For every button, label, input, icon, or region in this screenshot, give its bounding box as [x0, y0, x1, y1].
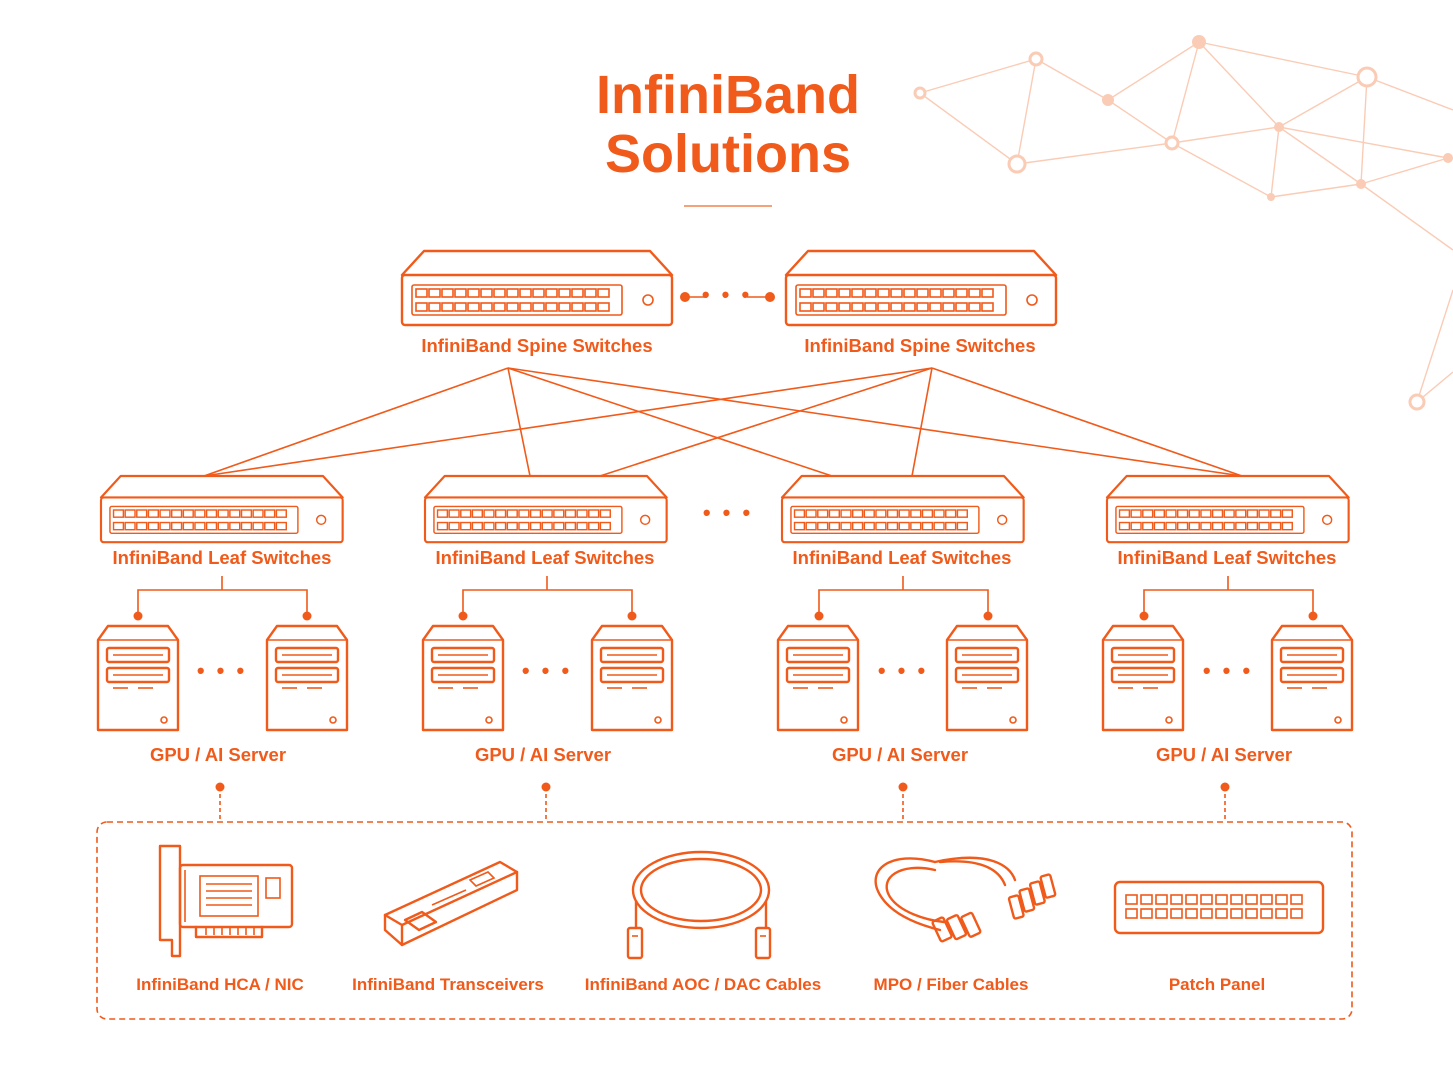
server-group-2-label: GPU / AI Server: [475, 744, 611, 765]
transceiver-icon: [383, 860, 519, 947]
leaf-switch-4-label: InfiniBand Leaf Switches: [1118, 547, 1337, 568]
product-label-transceivers: InfiniBand Transceivers: [352, 975, 544, 994]
server-group-1-label: GPU / AI Server: [150, 744, 286, 765]
spine-link: • • •: [680, 282, 775, 307]
title-line-2: Solutions: [605, 124, 851, 184]
spine-link-ellipsis: • • •: [702, 282, 752, 307]
leaf-switch-3: [782, 476, 1024, 542]
title-line-1: InfiniBand: [596, 65, 860, 125]
gpu-server-1b: [265, 624, 349, 732]
leaf-switch-3-label: InfiniBand Leaf Switches: [793, 547, 1012, 568]
server-group-3-ellipsis: • • •: [878, 658, 928, 683]
gpu-server-1a: [96, 624, 180, 732]
patch-panel-icon: [1113, 880, 1325, 935]
product-label-hca-nic: InfiniBand HCA / NIC: [136, 975, 303, 994]
spine-switch-2-label: InfiniBand Spine Switches: [804, 335, 1035, 356]
gpu-server-3b: [945, 624, 1029, 732]
gpu-server-2b: [590, 624, 674, 732]
server-group-4-ellipsis: • • •: [1203, 658, 1253, 683]
server-group-1-ellipsis: • • •: [197, 658, 247, 683]
spine-switch-2: [786, 251, 1056, 325]
products-panel: [96, 821, 1353, 1020]
aoc-dac-cable-icon: [626, 850, 772, 960]
leaf-switch-1: [101, 476, 343, 542]
gpu-server-2a: [421, 624, 505, 732]
spine-switch-1: [402, 251, 672, 325]
network-mesh-icon: [913, 35, 1453, 411]
server-group-3-label: GPU / AI Server: [832, 744, 968, 765]
server-group-2-ellipsis: • • •: [522, 658, 572, 683]
gpu-server-4b: [1270, 624, 1354, 732]
leaf-switch-1-label: InfiniBand Leaf Switches: [113, 547, 332, 568]
product-label-mpo-fiber: MPO / Fiber Cables: [874, 975, 1029, 994]
leaf-switch-2: [425, 476, 667, 542]
product-label-patch-panel: Patch Panel: [1169, 975, 1265, 994]
hca-nic-card-icon: [158, 844, 294, 958]
product-label-aoc-dac: InfiniBand AOC / DAC Cables: [585, 975, 821, 994]
mpo-fiber-cable-icon: [874, 856, 1057, 943]
leaf-switch-2-label: InfiniBand Leaf Switches: [436, 547, 655, 568]
leaf-switch-4: [1107, 476, 1349, 542]
server-product-links: [215, 782, 1230, 822]
server-group-4-label: GPU / AI Server: [1156, 744, 1292, 765]
leaf-ellipsis: • • •: [703, 500, 753, 525]
spine-leaf-links: [203, 367, 1243, 477]
leaf-server-links: [133, 576, 1318, 621]
spine-switch-1-label: InfiniBand Spine Switches: [421, 335, 652, 356]
gpu-server-4a: [1101, 624, 1185, 732]
gpu-server-3a: [776, 624, 860, 732]
